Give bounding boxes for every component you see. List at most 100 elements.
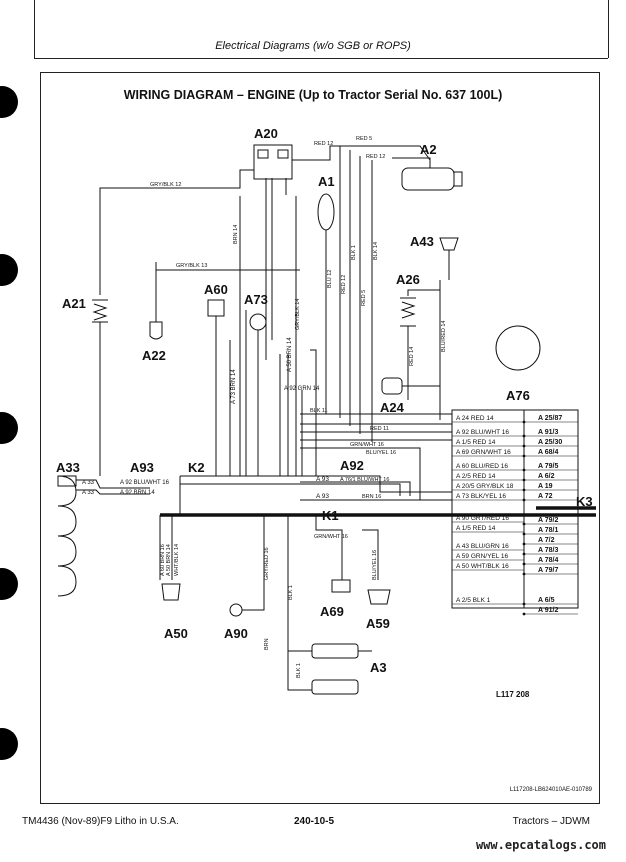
terminal-right-label: A 25/30 [538,439,562,446]
a3-component [311,643,359,659]
punch-hole-2 [0,254,18,286]
section-title: Electrical Diagrams (w/o SGB or ROPS) [215,40,411,52]
label-a20: A20 [254,126,278,141]
wire-a50brn: A 50 BRN 14 [287,337,293,372]
a90-component [229,603,243,617]
footer-right: Tractors – JDWM [512,816,590,827]
a33-connector [57,475,77,597]
wire-a60v: A 60 BRN 16 [160,544,166,576]
label-k3: K3 [576,494,593,509]
wire-a92c: A 92 BLU/WHT 16 [120,480,170,486]
wire-red12v: RED 12 [341,275,347,294]
terminal-left-label: A 90 GRT/RED 16 [456,515,509,522]
wire-a92grn: A 92 GRN 14 [284,386,320,392]
terminal-right-label: A 7/2 [538,537,555,544]
wire-gryblk12: GRY/BLK 12 [150,182,181,188]
terminal-right-label: A 78/3 [538,547,558,554]
terminal-right-label: A 79/2 [538,517,558,524]
wire-brn14: BRN 14 [233,225,239,244]
terminal-left-label: A 2/5 BLK 1 [456,597,491,604]
wire-a33b: A 33 [82,490,95,496]
label-a69: A69 [320,604,344,619]
punch-hole-1 [0,86,18,118]
terminal-left-label: A 1/5 RED 14 [456,525,496,532]
wire-red14: RED 14 [409,347,415,366]
label-a22: A22 [142,348,166,363]
frame-left-rule [34,0,35,58]
wire-blk1: BLK 1 [351,245,357,260]
wire-a76: A 76/1 BLU/WHT 16 [340,477,389,483]
label-a3: A3 [370,660,387,675]
label-a73: A73 [244,292,268,307]
label-a21: A21 [62,296,86,311]
terminal-right-label: A 68/4 [538,449,558,456]
label-a93: A93 [130,460,154,475]
wire-blk-a3: BLK 1 [296,663,302,678]
wire-a73brn: A 73 BRN 14 [231,369,237,404]
a1-sensor [317,193,335,231]
terminal-right-label: A 79/7 [538,567,558,574]
wire-brn16: BRN 16 [362,494,381,500]
punch-hole-4 [0,568,18,600]
terminal-left-label: A 1/5 RED 14 [456,439,496,446]
a59-switch [367,589,391,605]
wire-red12a: RED 12 [314,141,333,147]
punch-hole-5 [0,728,18,760]
diagram-bottom-ref: L117208-LB624010AE-010789 [509,787,592,793]
a69-switch [331,579,351,593]
a73-component [249,313,267,331]
a76-connector [495,325,541,371]
a60-component [207,299,225,317]
terminal-right-label: A 91/2 [538,607,558,614]
wire-blu12: BLU 12 [327,270,333,288]
terminal-left-label: A 43 BLU/GRN 16 [456,543,509,550]
label-a26: A26 [396,272,420,287]
wire-gryblk14: GRY/BLK 14 [295,299,301,330]
label-a33: A33 [56,460,80,475]
wire-brn-v: BRN [264,638,270,650]
label-a92: A92 [340,458,364,473]
terminal-right-label: A 78/1 [538,527,558,534]
wire-a92d: A 92 BRN 14 [120,490,155,496]
a20-relay [253,144,293,180]
wire-blu-red14: BLU/RED 14 [441,321,447,353]
terminal-strip [451,409,579,609]
diagram-ref-code: L117 208 [496,690,530,699]
label-a59: A59 [366,616,390,631]
header-rule [34,58,608,59]
wire-blu-yel-v: BLU/YEL 16 [372,550,378,580]
wire-red11: RED 11 [370,426,389,432]
terminal-right-label: A 25/87 [538,415,562,422]
brand-watermark: www.epcatalogs.com [475,838,606,852]
punch-hole-3 [0,412,18,444]
terminal-left-label: A 69 GRN/WHT 16 [456,449,511,456]
label-a43: A43 [410,234,434,249]
a26-resistor [400,297,416,327]
terminal-left-label: A 73 BLK/YEL 16 [456,493,506,500]
wire-blk11: BLK 11 [310,408,328,414]
label-k1: K1 [322,508,339,523]
label-k2: K2 [188,460,205,475]
diagram-title: WIRING DIAGRAM – ENGINE (Up to Tractor S… [123,88,503,102]
terminal-right-label: A 91/3 [538,429,558,436]
terminal-left-label: A 50 WHT/BLK 16 [456,563,509,570]
terminal-left-label: A 20/5 GRY/BLK 18 [456,483,514,490]
a21-resistor [92,299,108,323]
terminal-right-label: A 79/5 [538,463,558,470]
a43-sender [439,237,459,251]
wire-a93: A 93 [316,476,329,483]
wire-a50v: A 50 BRN 14 [166,544,172,576]
terminal-right-label: A 19 [538,483,553,490]
a2-starter [401,167,455,191]
wire-red5: RED 5 [356,136,372,142]
label-a50: A50 [164,626,188,641]
a22-sensor [149,321,163,340]
wire-red5v: RED 5 [361,290,367,306]
terminal-left-label: A 24 RED 14 [456,415,494,422]
wire-a93b: A 93 [316,493,329,500]
terminal-left-label: A 59 GRN/YEL 16 [456,553,509,560]
wire-grnwht16: GRN/WHT 16 [350,442,384,448]
label-a90: A90 [224,626,248,641]
label-a2: A2 [420,142,437,157]
